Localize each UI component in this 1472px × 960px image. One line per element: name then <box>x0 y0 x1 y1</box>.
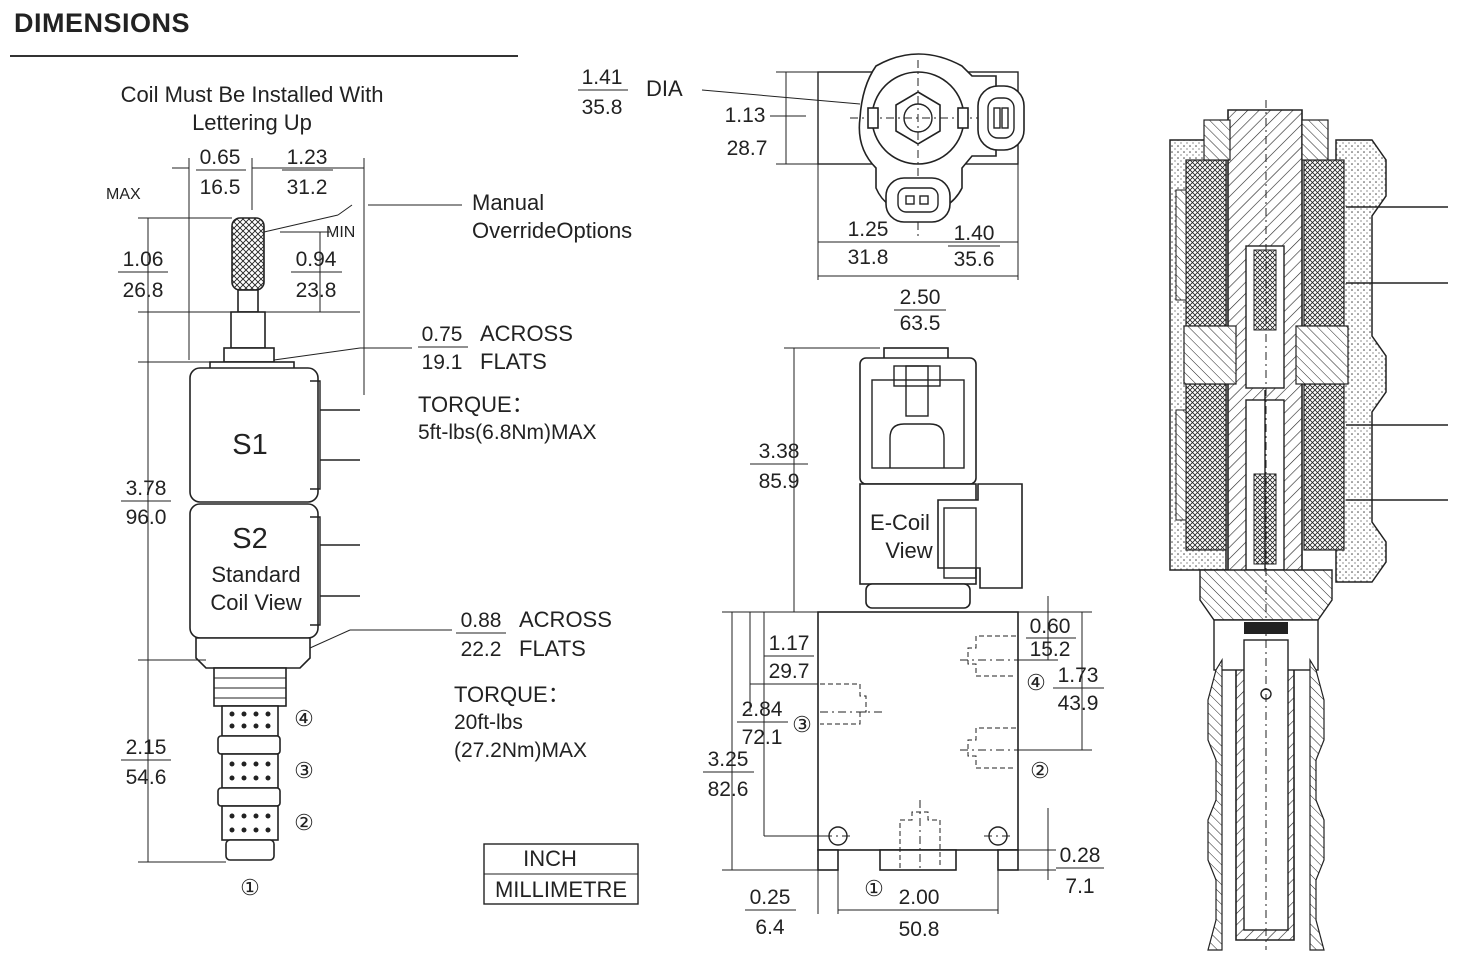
dim-0-65: 0.65 <box>200 146 241 169</box>
min-label: MIN <box>326 224 355 241</box>
across-flats-top-a: ACROSS <box>480 321 573 346</box>
dim-1-17: 1.17 <box>769 632 810 655</box>
dim-16-5: 16.5 <box>200 176 241 199</box>
dim-1-13: 1.13 <box>725 104 766 127</box>
standard-coil-line2: Coil View <box>210 590 301 615</box>
dim-3-25: 3.25 <box>708 748 749 771</box>
page-title: DIMENSIONS <box>14 8 191 38</box>
top-view: 1.41 35.8 DIA 1.13 28.7 1.25 31.8 1.40 3… <box>578 53 1025 335</box>
dim-0-75: 0.75 <box>422 323 463 346</box>
dim-35-8: 35.8 <box>582 96 623 119</box>
across-flats-bottom-b: FLATS <box>519 636 586 661</box>
dim-31-8: 31.8 <box>848 246 889 269</box>
dim-72-1: 72.1 <box>742 726 783 749</box>
dim-15-2: 15.2 <box>1030 638 1071 661</box>
dim-29-7: 29.7 <box>769 660 810 683</box>
standard-coil-line1: Standard <box>211 562 300 587</box>
cross-section-view <box>1169 100 1448 951</box>
install-note-line2: Lettering Up <box>192 110 312 135</box>
dim-7-1: 7.1 <box>1065 875 1094 898</box>
dim-0-60: 0.60 <box>1030 615 1071 638</box>
torque-top-label: TORQUE： <box>418 392 534 417</box>
coil-s1 <box>189 367 319 503</box>
manual-override-knob <box>231 217 265 291</box>
dim-43-9: 43.9 <box>1058 692 1099 715</box>
dim-50-8: 50.8 <box>899 918 940 941</box>
manifold-port-4: ④ <box>1026 670 1046 695</box>
title-underline <box>10 55 518 57</box>
manifold-port-1: ① <box>864 876 884 901</box>
dim-82-6: 82.6 <box>708 778 749 801</box>
dim-28-7: 28.7 <box>727 137 768 160</box>
torque-bottom-label: TORQUE： <box>454 682 570 707</box>
dim-31-2: 31.2 <box>287 176 328 199</box>
dim-54-6: 54.6 <box>126 766 167 789</box>
dim-3-78: 3.78 <box>126 477 167 500</box>
install-note-line1: Coil Must Be Installed With <box>121 82 384 107</box>
dim-3-38: 3.38 <box>759 440 800 463</box>
dia-label: DIA <box>646 76 683 101</box>
dim-0-94: 0.94 <box>296 248 337 271</box>
port-4-label: ④ <box>294 706 314 731</box>
max-label: MAX <box>106 186 141 203</box>
units-inch: INCH <box>523 846 577 871</box>
dim-1-40: 1.40 <box>954 222 995 245</box>
dim-1-25: 1.25 <box>848 218 889 241</box>
dim-2-00: 2.00 <box>899 886 940 909</box>
across-flats-bottom-a: ACROSS <box>519 607 612 632</box>
cartridge-port-holes <box>229 711 271 833</box>
ecoil-view: E-Coil View 3.38 85.9 1.17 29.7 <box>703 347 1104 941</box>
port-2-label: ② <box>294 810 314 835</box>
port-3-label: ③ <box>294 758 314 783</box>
dim-2-15: 2.15 <box>126 736 167 759</box>
standard-coil-view: Coil Must Be Installed With Lettering Up… <box>106 82 639 905</box>
dim-1-41: 1.41 <box>582 66 623 89</box>
dim-23-8: 23.8 <box>296 279 337 302</box>
dim-2-50: 2.50 <box>900 286 941 309</box>
coil-s2-label: S2 <box>232 523 267 555</box>
dim-19-1: 19.1 <box>422 351 463 374</box>
dim-1-23: 1.23 <box>287 146 328 169</box>
dim-1-73: 1.73 <box>1058 664 1099 687</box>
dim-1-06: 1.06 <box>123 248 164 271</box>
dim-6-4: 6.4 <box>755 916 785 939</box>
dim-2-84: 2.84 <box>742 698 783 721</box>
dim-22-2: 22.2 <box>461 638 502 661</box>
manifold-port-3: ③ <box>792 712 812 737</box>
dim-0-28: 0.28 <box>1060 844 1101 867</box>
dim-0-25: 0.25 <box>750 886 791 909</box>
terminal-leads <box>1346 206 1448 501</box>
ecoil-label-line1: E-Coil <box>870 510 930 535</box>
manifold-port-2: ② <box>1030 758 1050 783</box>
manifold-block <box>817 611 1019 851</box>
manual-override-line1: Manual <box>472 190 544 215</box>
dim-85-9: 85.9 <box>759 470 800 493</box>
manual-override-line2: OverrideOptions <box>472 218 632 243</box>
torque-top-value: 5ft-lbs(6.8Nm)MAX <box>418 421 597 444</box>
coil-s1-label: S1 <box>232 429 267 461</box>
dim-63-5: 63.5 <box>900 312 941 335</box>
dim-96-0: 96.0 <box>126 506 167 529</box>
dim-35-6: 35.6 <box>954 248 995 271</box>
units-millimetre: MILLIMETRE <box>495 877 627 902</box>
dim-26-8: 26.8 <box>123 279 164 302</box>
across-flats-top-b: FLATS <box>480 349 547 374</box>
ecoil-label-line2: View <box>885 538 932 563</box>
torque-bottom-value2: (27.2Nm)MAX <box>454 739 587 762</box>
torque-bottom-value1: 20ft-lbs <box>454 711 523 734</box>
port-1-label: ① <box>240 875 260 900</box>
dim-0-88: 0.88 <box>461 609 502 632</box>
